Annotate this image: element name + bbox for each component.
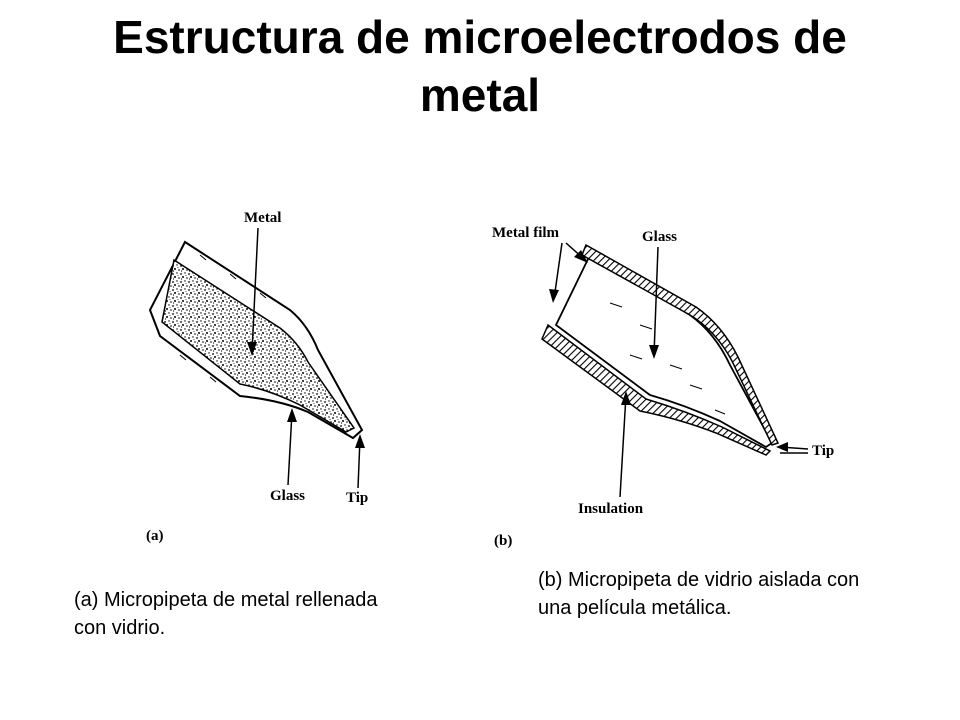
metal-film-arrows <box>549 242 588 303</box>
label-metal: Metal <box>244 210 281 226</box>
insulation-arrow <box>619 391 631 498</box>
caption-b: (b) Micropipeta de vidrio aislada con un… <box>538 569 860 619</box>
insulation-top <box>581 243 780 446</box>
glass-dashes <box>609 302 726 415</box>
tip-arrow <box>355 434 365 489</box>
metal-arrow <box>247 227 259 356</box>
title-line-1: Estructura de microelectrodos de <box>113 11 847 63</box>
tip-arrows-b <box>776 442 809 454</box>
glass-body <box>554 253 774 449</box>
label-glass: Glass <box>270 488 305 504</box>
panel-label-b: (b) <box>494 533 512 549</box>
label-insulation: Insulation <box>578 501 644 517</box>
insulation-bottom <box>541 323 772 456</box>
label-metal-film: Metal film <box>492 225 560 241</box>
panel-label-a: (a) <box>146 528 164 544</box>
metal-core <box>161 258 356 433</box>
diagram-a-metal-micropipette: Metal Glass Tip (a) <box>146 210 368 544</box>
title-line-2: metal <box>419 69 541 121</box>
label-glass-b: Glass <box>642 229 677 245</box>
page-title: Estructura de microelectrodos de metal <box>0 8 960 124</box>
glass-arrow <box>287 408 297 486</box>
glass-hatch-marks <box>179 254 267 383</box>
glass-arrow-b <box>649 246 659 359</box>
caption-a: (a) Micropipeta de metal rellenada con v… <box>74 589 378 639</box>
diagram-b-glass-micropipette: Metal film Glass Tip Insulation (b) <box>492 225 834 549</box>
label-tip-b: Tip <box>812 443 834 459</box>
label-tip: Tip <box>346 490 368 506</box>
